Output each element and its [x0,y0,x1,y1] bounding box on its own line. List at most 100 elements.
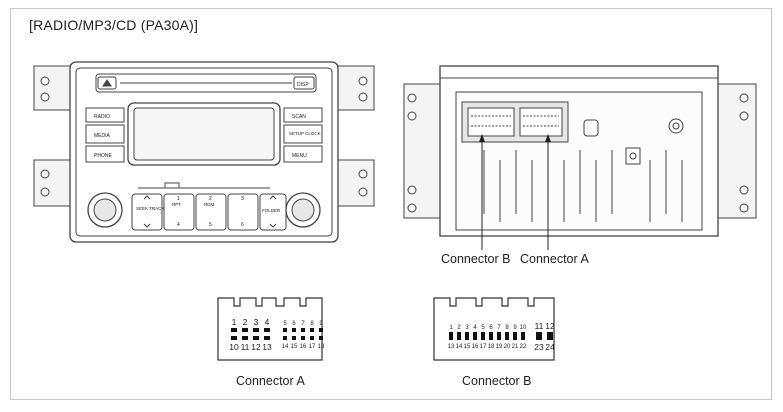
connector-a-pin-label: 8 [310,321,314,327]
connector-b-pin [473,332,477,336]
connector-b-pin-label: 11 [535,321,544,331]
connector-b-pin [505,332,509,336]
connector-a-pin [253,336,259,340]
callout-connector-b: Connector B [441,252,511,266]
connector-b-pin [449,336,453,340]
connector-a-pin [310,328,314,332]
connector-a-pin [301,328,305,332]
connector-b-pin-label: 19 [496,344,503,350]
rear-panel [403,65,757,250]
preset-6-label: 6 [241,222,244,228]
connector-b-pin [547,336,553,340]
connector-a-pin-label: 11 [241,342,250,352]
connector-b-pin [536,332,542,336]
menu-button-label: MENU [292,153,307,159]
connector-b-pin-label: 15 [464,344,471,350]
preset-1-label: 1 [177,196,180,202]
connector-a-pin [292,336,296,340]
connector-b-pin-label: 9 [513,325,517,331]
connector-a-pin [231,336,237,340]
connector-a-pin-label: 16 [300,344,307,350]
connector-b-pin [457,336,461,340]
rpt-button-label: RPT [172,202,181,207]
connector-b-pin-label: 12 [545,321,555,331]
connector-a-pin-label: 9 [319,321,323,327]
connector-a-pin [310,336,314,340]
connector-a-pin [301,336,305,340]
connector-a-pin-label: 6 [292,321,296,327]
connector-a-pin [319,328,323,332]
connector-b-pin-label: 7 [497,325,501,331]
connector-a-pin-label: 2 [243,317,248,327]
connector-a-caption: Connector A [236,374,305,388]
connector-a-pin [242,328,248,332]
connector-b-pin [481,336,485,340]
connector-b-pin-label: 4 [473,325,477,331]
connector-a-pin [319,336,323,340]
connector-a-pin-label: 1 [232,317,237,327]
connector-b-pin [497,336,501,340]
diagram-frame [10,8,772,400]
disp-button-label: DISP [297,82,309,88]
scan-button-label: SCAN [292,114,306,120]
connector-b-pin [521,332,525,336]
connector-a-pin-label: 14 [282,344,289,350]
connector-b-pin [473,336,477,340]
phone-button-label: PHONE [94,153,112,159]
connector-a-pin-label: 12 [251,342,261,352]
preset-3-label: 3 [241,196,244,202]
connector-b-pin-label: 23 [534,342,544,352]
front-panel [33,61,375,243]
preset-2-label: 2 [209,196,212,202]
connector-b-pin [481,332,485,336]
connector-b-pin [513,336,517,340]
front-panel-labels: RADIO MEDIA PHONE SCAN SETUP CLOCK MENU … [94,82,321,228]
connector-b-pin-label: 10 [520,325,527,331]
connector-b-pin-label: 24 [545,342,555,352]
connector-a-pin-label: 7 [301,321,305,327]
radio-button-label: RADIO [94,114,110,120]
connector-b-pin-label: 17 [480,344,487,350]
connector-b-pin-label: 16 [472,344,479,350]
connector-b-pin-label: 5 [481,325,485,331]
connector-a-pin-label: 15 [291,344,298,350]
connector-b-pin [465,332,469,336]
connector-a-pin-label: 13 [262,342,272,352]
connector-a-pin-label: 10 [229,342,239,352]
connector-a-pin-label: 3 [254,317,259,327]
connector-b-pin-label: 2 [457,325,461,331]
connector-b-pin-label: 21 [512,344,519,350]
connector-b-pin-label: 20 [504,344,511,350]
connector-b-pin [513,332,517,336]
connector-a-pin [242,336,248,340]
connector-b-pin-label: 8 [505,325,509,331]
connector-b-pin-label: 22 [520,344,527,350]
seek-track-button-label: SEEK TRACK [136,206,164,211]
preset-4-label: 4 [177,222,180,228]
connector-b-pin [497,332,501,336]
connector-b-pin-label: 14 [456,344,463,350]
connector-a-pin-label: 18 [318,344,325,350]
connector-a-pin [253,328,259,332]
connector-b-pin [489,332,493,336]
folder-button-label: FOLDER [262,208,281,213]
rdm-button-label: RDM [204,202,214,207]
connector-b-caption: Connector B [462,374,532,388]
connector-b-pin [457,332,461,336]
media-button-label: MEDIA [94,133,111,139]
callout-connector-a: Connector A [520,252,589,266]
connector-b-pin [449,332,453,336]
connector-a-pin [264,336,270,340]
connector-a-pin-label: 17 [309,344,316,350]
connector-b-pin [521,336,525,340]
connector-b-pin [489,336,493,340]
preset-5-label: 5 [209,222,212,228]
connector-b-pin [536,336,542,340]
connector-a-pin [283,328,287,332]
connector-b-pin [547,332,553,336]
connector-b-pin [465,336,469,340]
setup-clock-button-label: SETUP CLOCK [289,131,321,136]
